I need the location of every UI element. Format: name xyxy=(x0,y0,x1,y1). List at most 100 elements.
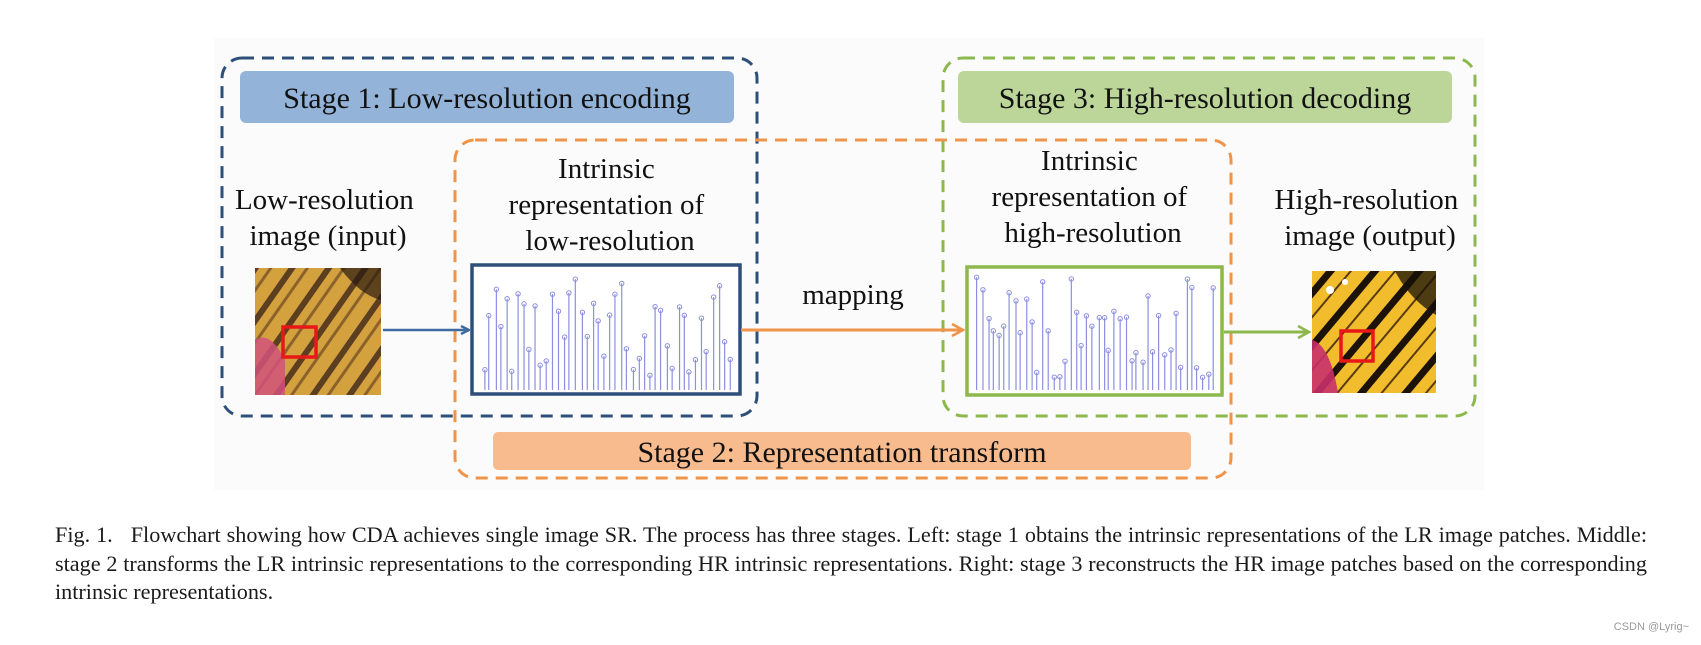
stem-marker xyxy=(493,286,500,293)
stem-marker xyxy=(526,346,532,353)
stage1-title-bar xyxy=(240,71,734,123)
stem-marker xyxy=(1111,308,1117,315)
stem-marker xyxy=(1145,293,1151,299)
stem-marker xyxy=(710,294,717,300)
stem-marker xyxy=(509,368,515,375)
stem-marker xyxy=(1001,323,1007,329)
stem-marker xyxy=(561,334,568,340)
stem-marker xyxy=(1083,313,1090,319)
stem-marker xyxy=(537,362,543,368)
watermark: CSDN @Lyrig~ xyxy=(1613,621,1689,633)
hr-image-label: High-resolution image (output) xyxy=(1275,184,1466,252)
stem-marker xyxy=(1140,359,1146,365)
lr-butterfly-image xyxy=(255,268,381,395)
stem-marker xyxy=(1045,328,1051,334)
stem-marker xyxy=(669,365,675,372)
lr-patch-box xyxy=(281,325,318,359)
stem-marker xyxy=(1189,284,1195,291)
stem-marker xyxy=(990,328,997,334)
stem-marker xyxy=(1057,374,1063,380)
stem-marker xyxy=(1199,374,1206,381)
stem-marker xyxy=(1149,349,1156,355)
stem-marker xyxy=(652,303,658,310)
stem-marker xyxy=(1129,358,1135,364)
stem-marker xyxy=(1089,323,1095,329)
stem-marker xyxy=(482,367,488,373)
stage2-title-bar xyxy=(493,432,1191,470)
stem-marker xyxy=(532,303,538,309)
stem-marker xyxy=(595,318,601,324)
figure-caption: Fig. 1.Flowchart showing how CDA achieve… xyxy=(55,521,1647,607)
stem-marker xyxy=(1039,279,1046,285)
stem-marker xyxy=(716,283,723,289)
cda-flowchart: Stage 1: Low-resolution encoding Stage 3… xyxy=(220,56,1477,480)
stem-marker xyxy=(1177,364,1184,371)
stem-marker xyxy=(980,287,986,293)
stem-marker xyxy=(986,315,992,322)
hr-stem-plot xyxy=(973,274,1216,390)
stem-marker xyxy=(549,291,556,297)
stem-marker xyxy=(579,309,586,316)
stem-marker xyxy=(973,274,980,280)
stem-marker xyxy=(612,291,618,297)
stem-marker xyxy=(641,333,648,339)
stage3-group-border xyxy=(941,56,1477,418)
stem-marker xyxy=(590,300,597,307)
lr-repr-label: Intrinsic representation of low-resoluti… xyxy=(509,153,712,257)
stem-marker xyxy=(521,301,527,307)
stem-marker xyxy=(692,356,699,363)
stem-marker xyxy=(601,353,607,359)
stage3-title: Stage 3: High-resolution decoding xyxy=(999,82,1411,115)
caption-text: Flowchart showing how CDA achieves singl… xyxy=(55,522,1647,604)
stem-marker xyxy=(676,304,683,310)
figure-label: Fig. 1. xyxy=(55,522,113,547)
stage2-group-border xyxy=(453,138,1233,480)
stem-marker xyxy=(572,276,579,282)
stem-marker xyxy=(721,339,728,345)
stem-marker xyxy=(1168,347,1174,353)
stem-marker xyxy=(686,369,692,375)
stem-marker xyxy=(1013,298,1019,304)
stem-marker xyxy=(1155,312,1162,319)
stem-marker xyxy=(1062,358,1068,365)
stem-marker xyxy=(703,348,709,355)
stage1-group-border xyxy=(220,56,759,418)
stem-marker xyxy=(1017,330,1023,336)
lr-image-label: Low-resolution image (input) xyxy=(235,184,421,252)
stem-marker xyxy=(1184,276,1191,282)
hr-butterfly-image xyxy=(1312,271,1436,393)
stem-marker xyxy=(996,332,1002,339)
stem-marker xyxy=(1068,276,1075,282)
stem-marker xyxy=(1105,347,1111,354)
stem-marker xyxy=(698,315,705,321)
stage2-title: Stage 2: Representation transform xyxy=(637,436,1046,469)
stem-marker xyxy=(584,333,590,340)
stem-marker xyxy=(619,280,625,287)
hr-repr-box xyxy=(965,265,1224,397)
stem-marker xyxy=(727,356,733,363)
stage3-title-bar xyxy=(958,71,1452,123)
stem-marker xyxy=(1117,315,1123,322)
stem-marker xyxy=(1078,342,1084,349)
stem-marker xyxy=(486,312,492,319)
stem-marker xyxy=(1024,296,1030,302)
stem-marker xyxy=(1096,314,1103,321)
stem-marker xyxy=(1006,290,1012,296)
stem-marker xyxy=(566,290,572,296)
stem-marker xyxy=(543,358,549,364)
stem-marker xyxy=(647,372,653,379)
hr-patch-box xyxy=(1339,329,1375,363)
hr-repr-label: Intrinsic representation of high-resolut… xyxy=(992,145,1195,249)
stem-marker xyxy=(1133,350,1139,356)
stem-marker xyxy=(681,312,688,318)
stem-marker xyxy=(1051,374,1057,380)
stem-marker xyxy=(606,312,613,318)
mapping-label: mapping xyxy=(802,279,904,311)
stem-marker xyxy=(1034,369,1040,376)
stem-marker xyxy=(504,296,510,302)
stem-marker xyxy=(555,308,562,314)
stem-marker xyxy=(1193,365,1200,371)
stem-marker xyxy=(515,291,521,297)
stem-marker xyxy=(1206,371,1212,377)
stem-marker xyxy=(1123,314,1130,320)
